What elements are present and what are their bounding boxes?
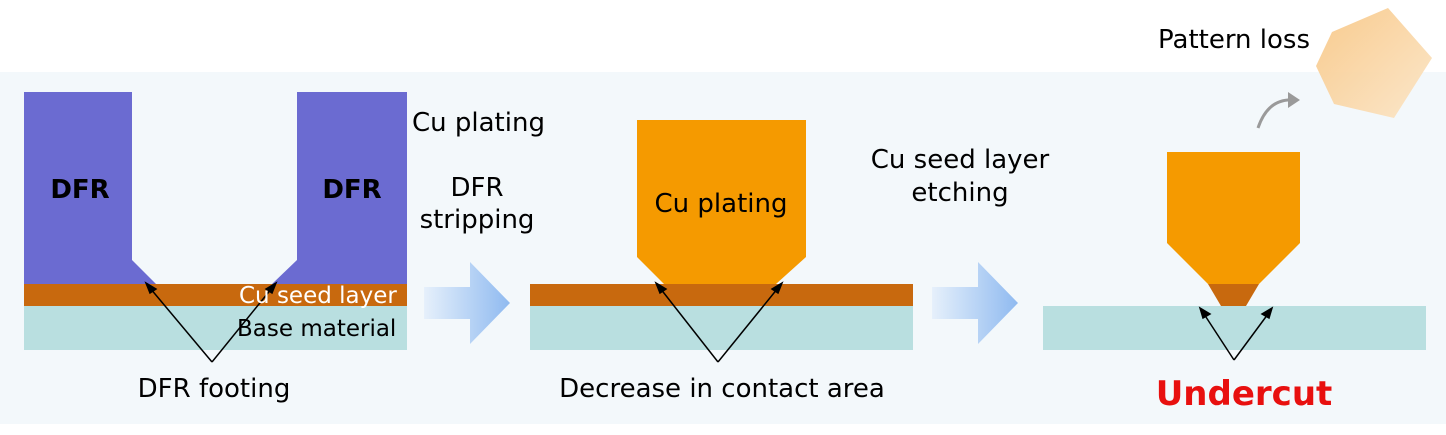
contact-area-pointer bbox=[654, 281, 784, 363]
undercut-cu-block bbox=[1167, 152, 1300, 284]
pattern-loss-label: Pattern loss bbox=[1158, 25, 1311, 55]
contact-area-caption: Decrease in contact area bbox=[559, 374, 885, 404]
base-material-label: Base material bbox=[237, 316, 397, 342]
step-arrow-2 bbox=[932, 262, 1018, 344]
step1-stripping-label: stripping bbox=[419, 205, 535, 235]
dfr-left-block bbox=[24, 92, 156, 284]
base-material-layer-2 bbox=[530, 306, 913, 350]
step2-etching-label: etching bbox=[911, 178, 1009, 208]
step1-cu-plating-label: Cu plating bbox=[412, 108, 545, 138]
dfr-right-block bbox=[272, 92, 407, 284]
cu-seed-layer-label: Cu seed layer bbox=[239, 283, 397, 309]
step2-seed-layer-label: Cu seed layer bbox=[870, 145, 1050, 175]
base-material-layer-3 bbox=[1043, 306, 1426, 350]
pattern-loss-arrowhead bbox=[1288, 92, 1300, 108]
dfr-left-label: DFR bbox=[50, 175, 110, 205]
undercut-seed-remnant bbox=[1208, 284, 1259, 306]
pattern-loss-shape bbox=[1316, 8, 1432, 118]
cu-plating-block bbox=[637, 120, 806, 284]
undercut-pointer bbox=[1198, 306, 1274, 361]
base-material-layer bbox=[24, 306, 407, 350]
dfr-right-label: DFR bbox=[322, 175, 382, 205]
undercut-caption: Undercut bbox=[1155, 374, 1333, 414]
dfr-footing-caption: DFR footing bbox=[137, 374, 291, 404]
cu-seed-layer-2 bbox=[530, 284, 913, 306]
dfr-footing-pointer bbox=[144, 281, 278, 363]
cu-seed-layer bbox=[24, 284, 407, 306]
cu-plating-label: Cu plating bbox=[654, 189, 788, 219]
step-arrow-1 bbox=[424, 262, 510, 344]
step1-dfr-label: DFR bbox=[450, 173, 504, 203]
